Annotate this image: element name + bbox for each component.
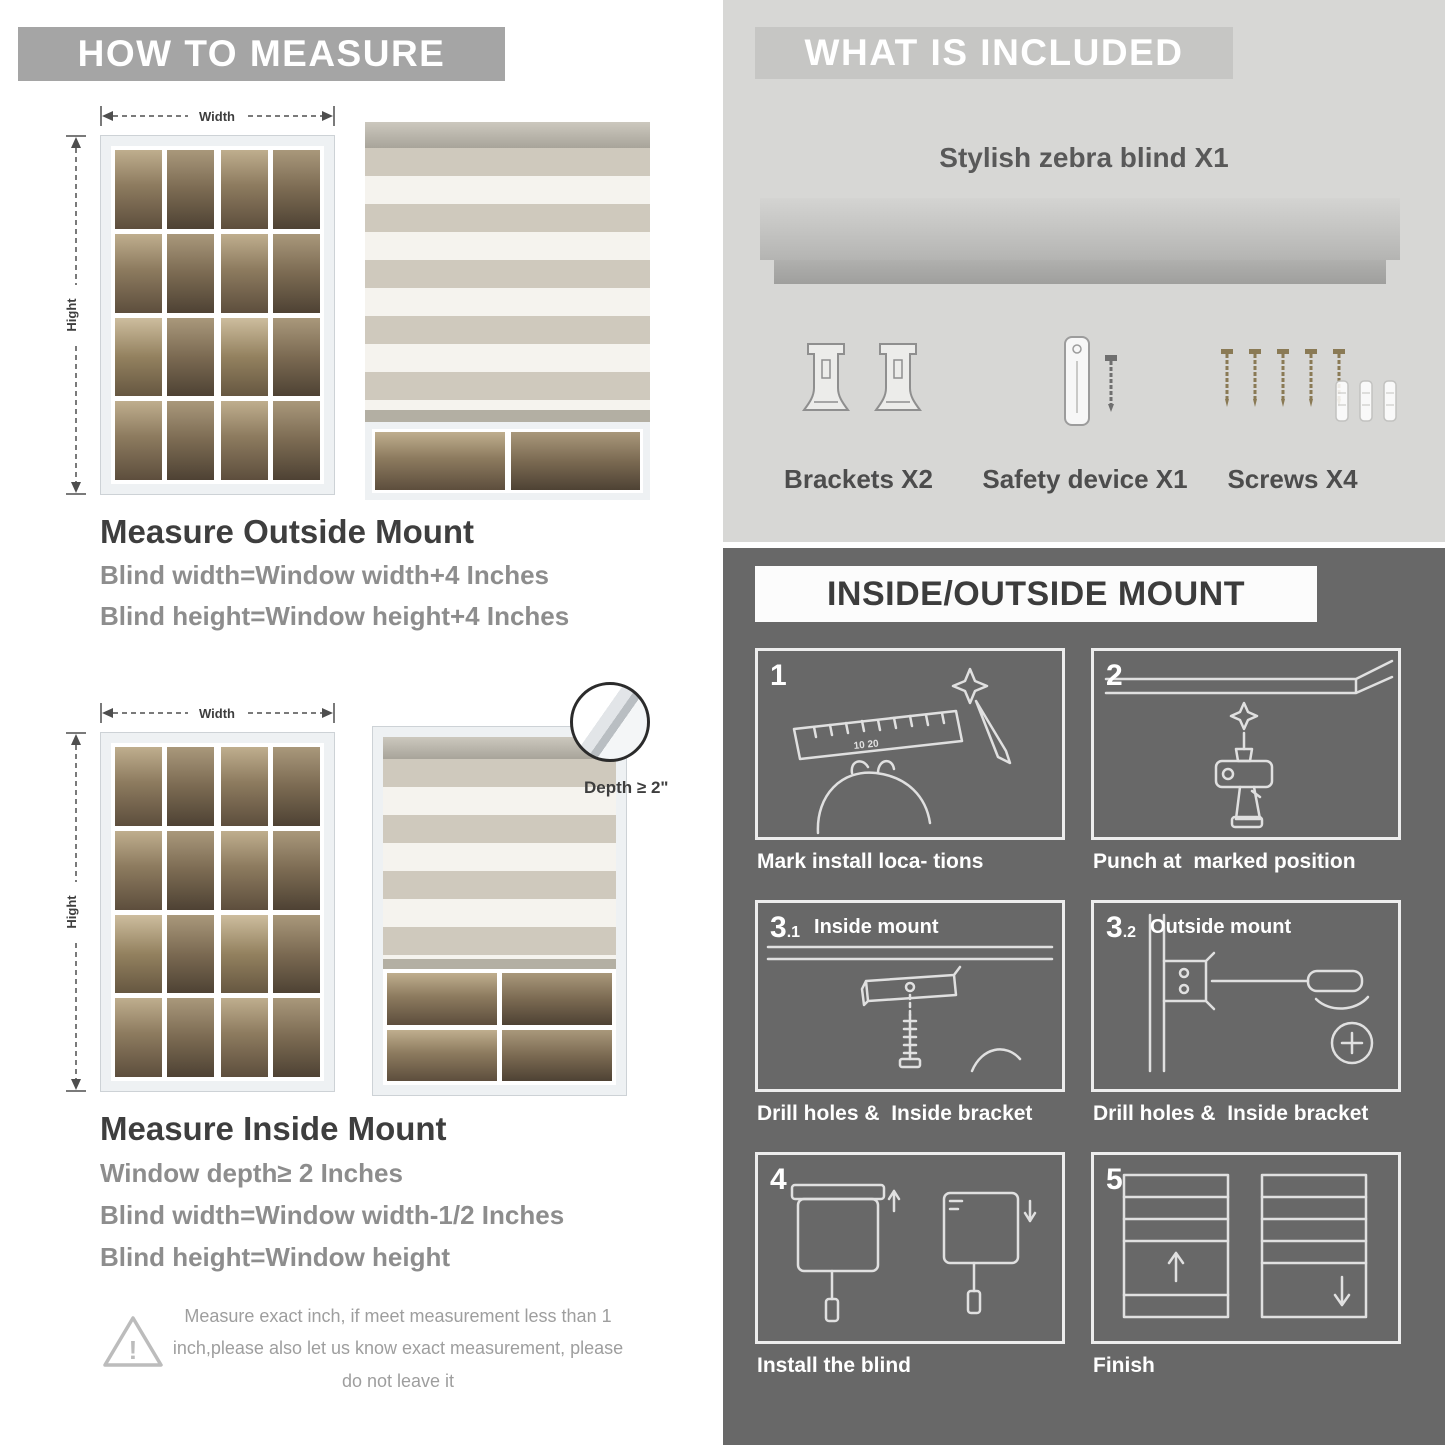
measure-note: Measure exact inch, if meet measurement … xyxy=(172,1306,624,1391)
outside-bracket-illustration xyxy=(1148,913,1374,1073)
outside-mount-title: Measure Outside Mount xyxy=(100,513,475,550)
how-to-measure-header: HOW TO MEASURE xyxy=(18,27,505,81)
height-label: Hight xyxy=(64,895,79,929)
blind-zebra-stripes xyxy=(365,148,650,410)
step-box-2: 2 xyxy=(1091,648,1401,840)
bracket-icon xyxy=(874,343,922,411)
zebra-blind-inside-illustration xyxy=(372,726,627,1096)
safety-device-icon xyxy=(1064,336,1090,426)
finish-illustration xyxy=(1122,1173,1368,1319)
step-box-4: 4 xyxy=(755,1152,1065,1344)
step-caption-1: Mark install loca- tions xyxy=(757,850,984,873)
screw-icon xyxy=(1105,355,1117,412)
width-arrow-inside: Width xyxy=(100,703,335,723)
mark-locations-illustration: 10 20 xyxy=(792,667,1012,835)
safety-device-label: Safety device X1 xyxy=(982,464,1188,494)
blind-bottom-rail xyxy=(383,959,616,969)
install-blind-illustration xyxy=(790,1183,1037,1323)
screws-label: Screws X4 xyxy=(1227,464,1358,494)
blind-cassette xyxy=(383,737,616,759)
warning-icon: ! xyxy=(103,1316,163,1367)
window-sashes xyxy=(111,146,324,484)
screws-icon xyxy=(1221,349,1345,407)
window-illustration-outside xyxy=(100,135,335,495)
depth-label: Depth ≥ 2" xyxy=(584,778,669,797)
zebra-blind-headrail-lip xyxy=(774,260,1386,284)
width-label: Width xyxy=(199,109,235,124)
warning-exclamation: ! xyxy=(129,1335,138,1365)
step-number: 3 xyxy=(1106,911,1123,944)
step-box-5: 5 xyxy=(1091,1152,1401,1344)
window-sashes xyxy=(111,743,324,1081)
height-label: Hight xyxy=(64,298,79,332)
step-box-1: 1 10 20 xyxy=(755,648,1065,840)
wall-anchors-icon xyxy=(1335,380,1397,422)
inside-mount-formula-1: Window depth≥ 2 Inches xyxy=(100,1158,403,1188)
drill-illustration xyxy=(1104,659,1394,829)
blind-cassette xyxy=(365,122,650,148)
what-is-included-header: WHAT IS INCLUDED xyxy=(755,27,1233,79)
step-caption-3-1: Drill holes & Inside bracket xyxy=(757,1102,1033,1125)
window-illustration-inside xyxy=(100,732,335,1092)
window-panes-below-blind xyxy=(383,969,616,1085)
step-number: 3 xyxy=(770,911,787,944)
step-caption-3-2: Drill holes & Inside bracket xyxy=(1093,1102,1369,1125)
zebra-blind-outside-illustration xyxy=(365,122,650,500)
blind-zebra-stripes xyxy=(383,759,616,959)
height-arrow-outside: Hight xyxy=(64,135,86,495)
depth-detail-circle xyxy=(570,682,650,762)
window-bottom-strip xyxy=(365,422,650,500)
step-number: 1 xyxy=(770,659,787,692)
step-caption-4: Install the blind xyxy=(757,1354,912,1377)
outside-mount-formula-1: Blind width=Window width+4 Inches xyxy=(100,560,549,590)
inside-bracket-illustration xyxy=(766,945,1054,1073)
svg-text:10 20: 10 20 xyxy=(853,738,879,752)
inside-mount-formula-3: Blind height=Window height xyxy=(100,1242,450,1272)
outside-mount-label: Outside mount xyxy=(1150,916,1292,938)
mount-header: INSIDE/OUTSIDE MOUNT xyxy=(755,566,1317,622)
step-caption-2: Punch at marked position xyxy=(1093,850,1356,873)
inside-mount-label: Inside mount xyxy=(814,916,939,938)
step-number: 2 xyxy=(1106,659,1123,692)
mount-instructions-panel xyxy=(723,548,1445,1445)
inside-mount-formula-2: Blind width=Window width-1/2 Inches xyxy=(100,1200,565,1230)
blind-bottom-rail xyxy=(365,410,650,422)
step-caption-5: Finish xyxy=(1093,1354,1155,1377)
height-arrow-inside: Hight xyxy=(64,732,86,1092)
product-title: Stylish zebra blind X1 xyxy=(939,142,1229,173)
brackets-label: Brackets X2 xyxy=(784,464,933,494)
bracket-icon xyxy=(802,343,850,411)
width-arrow-outside: Width xyxy=(100,106,335,126)
inside-mount-title: Measure Inside Mount xyxy=(100,1110,447,1147)
outside-mount-formula-2: Blind height=Window height+4 Inches xyxy=(100,601,570,631)
zebra-blind-headrail-illustration xyxy=(760,198,1400,260)
step-number: 4 xyxy=(770,1163,787,1196)
width-label: Width xyxy=(199,706,235,721)
step-number: 5 xyxy=(1106,1163,1123,1196)
